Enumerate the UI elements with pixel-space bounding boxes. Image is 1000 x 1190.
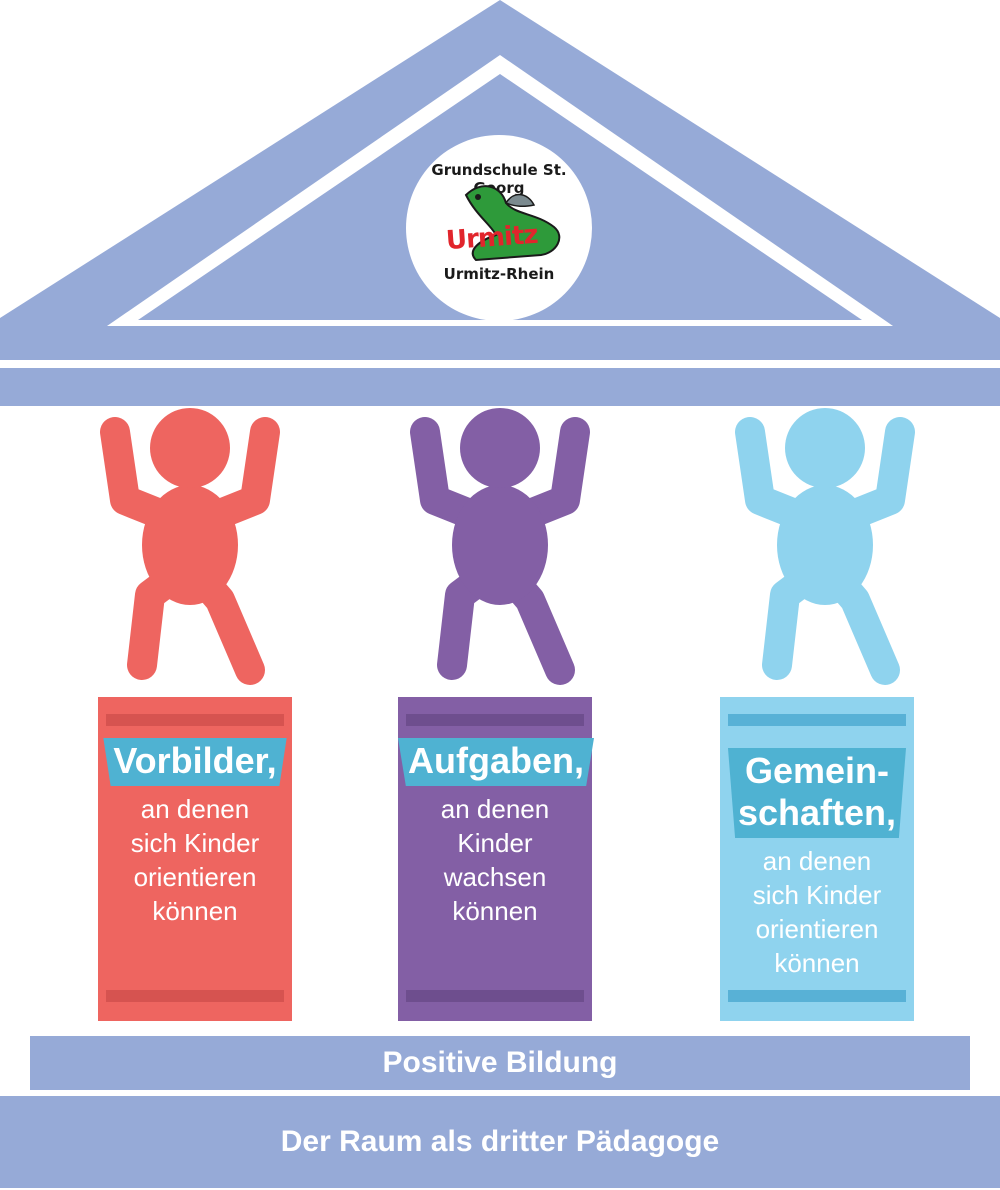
dragon-icon bbox=[464, 185, 561, 262]
body-line: an denen bbox=[140, 794, 250, 824]
body-line: können bbox=[152, 896, 238, 926]
logo-bottom-text: Urmitz-Rhein bbox=[443, 265, 555, 283]
logo-top-text: Grundschule St. Georg bbox=[431, 161, 567, 197]
body-line: Kinder bbox=[457, 828, 533, 858]
body-line: orientieren bbox=[755, 914, 879, 944]
roof-beam bbox=[0, 368, 1000, 406]
logo-word: Urmitz bbox=[445, 219, 539, 257]
heading-line: schaften, bbox=[737, 792, 897, 833]
body-line: sich Kinder bbox=[752, 880, 882, 910]
foundation-upper: Positive Bildung bbox=[30, 1036, 970, 1090]
body-line: an denen bbox=[440, 794, 550, 824]
pillar-heading: Aufgaben, bbox=[398, 738, 594, 786]
foundation-lower: Der Raum als dritter Pädagoge bbox=[0, 1096, 1000, 1188]
pillar-text-vorbilder: Vorbilder, an denen sich Kinder orientie… bbox=[98, 738, 292, 928]
figure-purple bbox=[410, 408, 590, 685]
heading-line: Aufgaben, bbox=[408, 740, 584, 781]
pillar-text-aufgaben: Aufgaben, an denen Kinder wachsen können bbox=[398, 738, 594, 928]
heading-line: Vorbilder, bbox=[113, 740, 277, 781]
pillar-body: an denen Kinder wachsen können bbox=[398, 792, 592, 928]
body-line: an denen bbox=[762, 846, 872, 876]
pillar-body: an denen sich Kinder orientieren können bbox=[720, 844, 914, 980]
body-line: orientieren bbox=[133, 862, 257, 892]
body-line: können bbox=[452, 896, 538, 926]
body-line: sich Kinder bbox=[130, 828, 260, 858]
figure-red bbox=[100, 408, 280, 685]
pillar-heading: Vorbilder, bbox=[103, 738, 287, 786]
pillar-body: an denen sich Kinder orientieren können bbox=[98, 792, 292, 928]
pillar-text-gemeinschaften: Gemein- schaften, an denen sich Kinder o… bbox=[720, 748, 914, 980]
pillar-heading: Gemein- schaften, bbox=[727, 748, 907, 838]
figure-blue bbox=[735, 408, 915, 685]
body-line: können bbox=[774, 948, 860, 978]
body-line: wachsen bbox=[443, 862, 547, 892]
heading-line: Gemein- bbox=[744, 750, 890, 791]
school-logo: Grundschule St. Georg Urmitz Urmitz-Rhei… bbox=[406, 135, 592, 321]
